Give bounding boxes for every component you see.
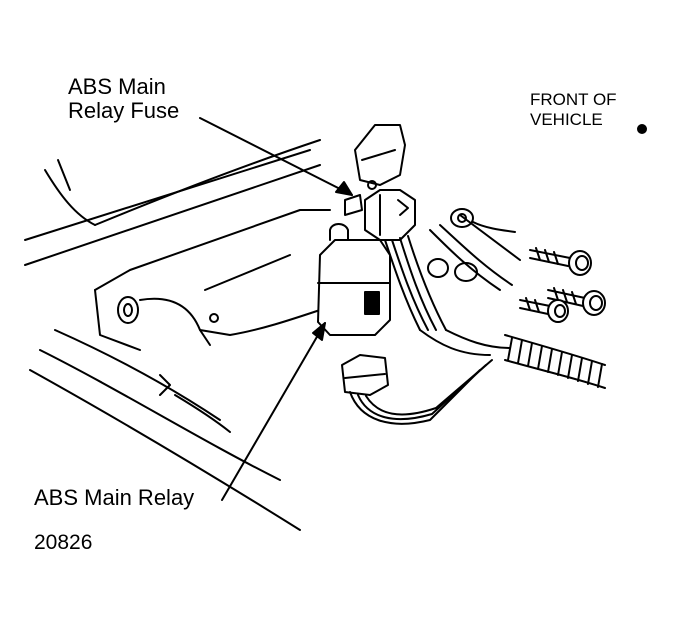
front-marker-icon — [637, 124, 647, 134]
front-label-line2: VEHICLE — [530, 109, 603, 129]
body-panel — [24, 139, 321, 531]
fuse-label-line2: Relay Fuse — [68, 98, 180, 124]
callout-relay — [221, 322, 326, 501]
mounting-bolts — [519, 247, 606, 323]
harness-conduit — [504, 334, 606, 389]
bolt-middle — [547, 287, 606, 316]
front-label-line1: FRONT OF — [530, 90, 617, 109]
lower-connector — [341, 354, 389, 396]
callout-fuse — [199, 117, 353, 196]
wire-harness — [349, 214, 521, 425]
mounting-bracket — [94, 209, 331, 351]
front-of-vehicle-label: FRONT OF VEHICLE — [530, 90, 617, 129]
fuse-label-line1: ABS Main — [68, 74, 166, 99]
bolt-upper — [529, 247, 592, 276]
figure-number: 20826 — [34, 531, 93, 554]
ground-terminals — [427, 208, 516, 282]
relay-label: ABS Main Relay — [34, 485, 195, 510]
fuse-label: ABS Main Relay Fuse — [68, 74, 180, 124]
bolt-lower — [519, 297, 569, 323]
fuse-block — [344, 124, 416, 241]
